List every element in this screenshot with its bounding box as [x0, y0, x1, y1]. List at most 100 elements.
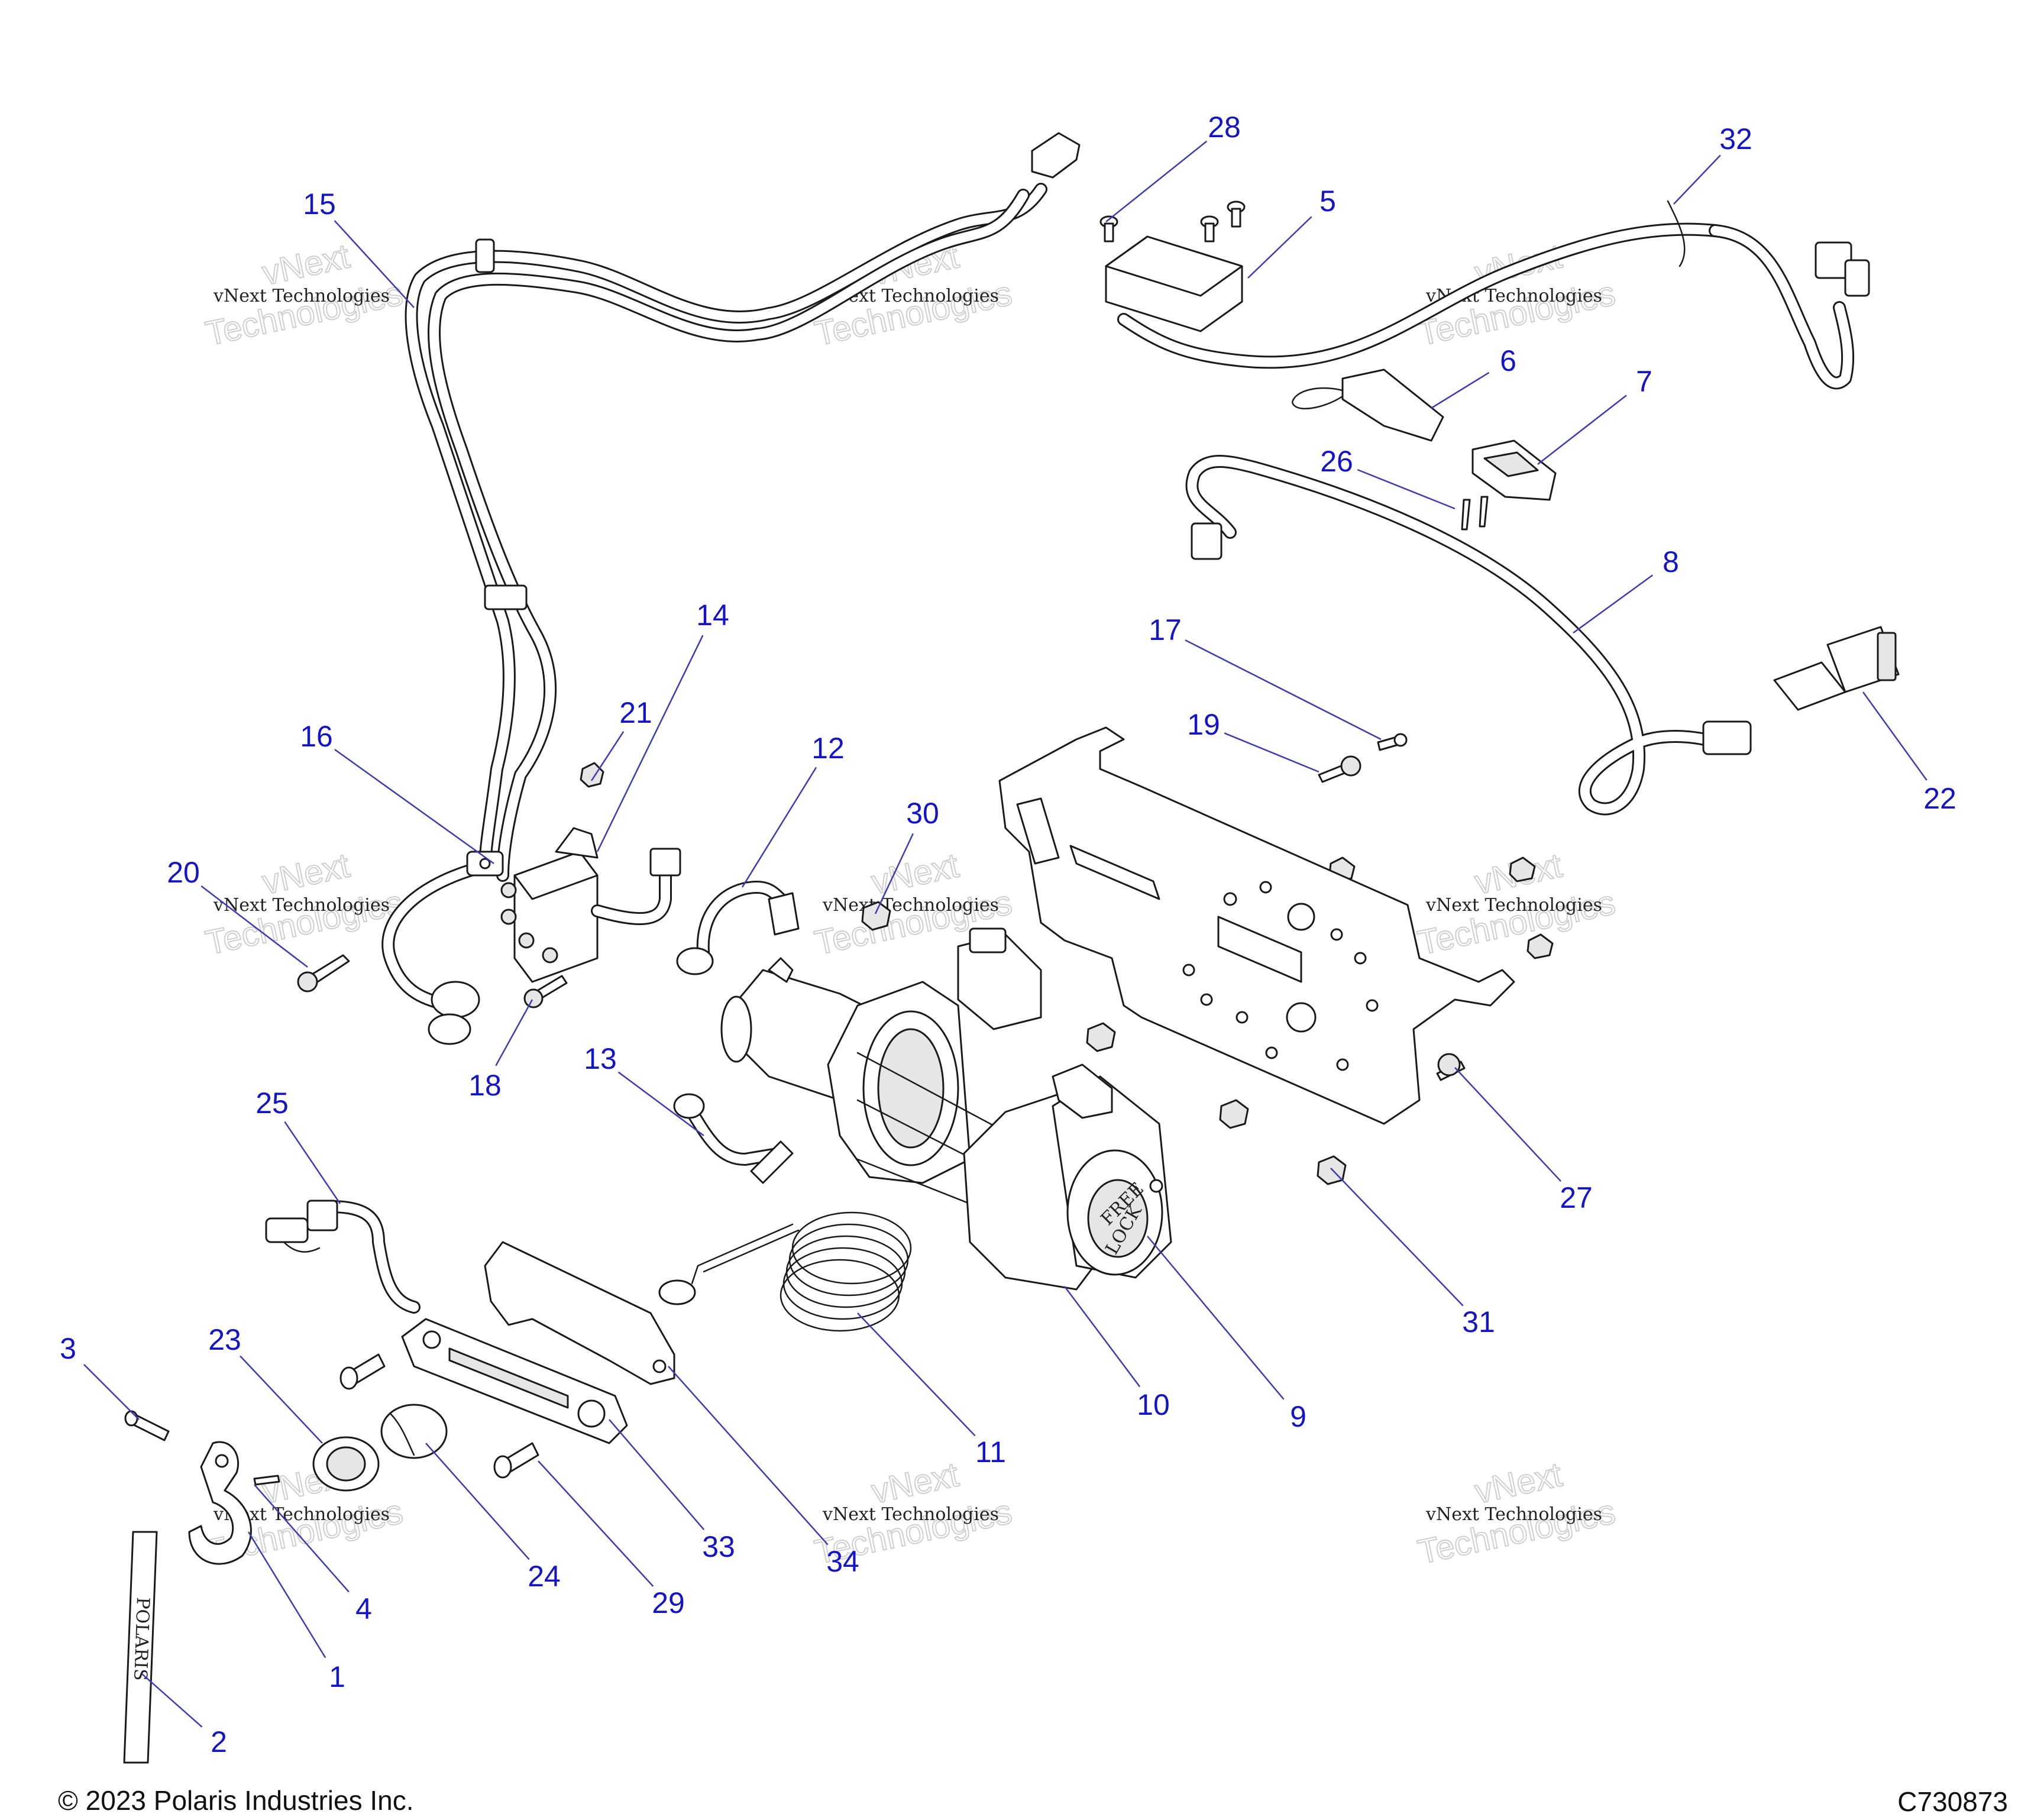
leader-line — [83, 1363, 140, 1420]
callout-19: 19 — [1187, 708, 1319, 773]
callout-number: 1 — [329, 1660, 345, 1693]
watermark-large-text: vNext — [1471, 1455, 1566, 1511]
leader-line — [1330, 1168, 1464, 1307]
callout-25: 25 — [256, 1087, 341, 1204]
strap-brand-text: POLARIS — [130, 1597, 153, 1681]
part-23-stopper — [312, 1436, 380, 1492]
part-4-pin — [253, 1475, 280, 1486]
diagram-code: C730873 — [1897, 1786, 2008, 1817]
callout-34: 34 — [668, 1366, 859, 1578]
leader-line — [741, 767, 817, 888]
callout-number: 21 — [619, 696, 652, 729]
callout-30: 30 — [874, 797, 939, 914]
callout-4: 4 — [254, 1484, 372, 1625]
leader-line — [425, 1443, 530, 1560]
part-16-clamp — [466, 851, 504, 877]
leader-line — [334, 220, 415, 308]
callout-number: 33 — [702, 1530, 735, 1563]
callout-18: 18 — [468, 999, 533, 1102]
callout-10: 10 — [1063, 1286, 1170, 1421]
leader-line — [1224, 732, 1319, 773]
callout-number: 17 — [1149, 613, 1182, 646]
watermark-small-text: vNext Technologies — [822, 895, 999, 916]
leader-line — [495, 999, 533, 1066]
leader-line — [247, 1531, 326, 1658]
watermark-small-text: vNext Technologies — [1425, 895, 1602, 916]
part-19-bolt — [1318, 755, 1361, 783]
leader-line — [538, 1460, 654, 1587]
winch-mounting-plate — [998, 726, 1515, 1125]
callout-number: 19 — [1187, 708, 1220, 741]
callout-1: 1 — [247, 1531, 345, 1693]
winch-assembly: FREE LOCK — [720, 957, 1172, 1291]
leader-line — [240, 1355, 323, 1444]
leader-line — [141, 1673, 203, 1728]
leader-line — [1357, 468, 1456, 510]
callout-number: 24 — [528, 1560, 561, 1593]
callout-23: 23 — [208, 1323, 323, 1444]
callout-number: 28 — [1208, 111, 1241, 144]
part-29-cap-screws — [339, 1353, 539, 1479]
leader-line — [590, 731, 625, 781]
leader-line — [284, 1121, 341, 1204]
leader-line — [1105, 140, 1208, 222]
leader-line — [1431, 371, 1490, 409]
callout-31: 31 — [1330, 1168, 1495, 1338]
leader-line — [874, 833, 914, 914]
callout-number: 16 — [300, 720, 333, 753]
callout-number: 2 — [211, 1725, 227, 1758]
callout-6: 6 — [1431, 344, 1516, 409]
leader-line — [617, 1071, 704, 1137]
callout-number: 7 — [1636, 365, 1652, 398]
callout-number: 14 — [696, 599, 729, 632]
part-5-switch-housing — [1105, 222, 1722, 369]
callout-number: 32 — [1719, 122, 1752, 156]
watermark-small-text: vNext Technologies — [822, 1504, 999, 1525]
watermark-small-text: vNext Technologies — [213, 895, 390, 916]
part-33-fairlead — [401, 1318, 628, 1444]
part-24-stopper — [380, 1404, 448, 1459]
watermark-large-text: vNext — [259, 237, 353, 292]
callout-17: 17 — [1149, 613, 1382, 741]
watermark-large-text: vNext — [868, 1455, 962, 1511]
part-34-fairlead-bracket — [484, 1241, 675, 1385]
callout-5: 5 — [1247, 185, 1336, 279]
callout-number: 12 — [811, 732, 845, 765]
callout-number: 9 — [1290, 1400, 1306, 1433]
callout-8: 8 — [1573, 545, 1679, 634]
leader-line — [334, 749, 494, 865]
callout-11: 11 — [857, 1312, 1006, 1469]
part-18-bolt — [523, 975, 568, 1008]
callout-number: 25 — [256, 1087, 289, 1120]
watermark-large-text: vNext — [868, 846, 962, 901]
leader-line — [200, 885, 308, 968]
callout-13: 13 — [584, 1042, 704, 1137]
part-13-cable — [673, 1093, 794, 1184]
callout-number: 29 — [652, 1586, 685, 1619]
callout-number: 3 — [60, 1332, 76, 1365]
callout-24: 24 — [425, 1443, 561, 1593]
part-28-screws — [1099, 201, 1246, 243]
callout-26: 26 — [1320, 445, 1456, 510]
callout-number: 5 — [1319, 185, 1336, 218]
callout-number: 31 — [1462, 1305, 1495, 1338]
callout-33: 33 — [609, 1419, 735, 1563]
callout-number: 26 — [1320, 445, 1353, 478]
callout-29: 29 — [538, 1460, 685, 1619]
part-26-screws — [1461, 496, 1489, 531]
part-14-contactor — [500, 827, 681, 983]
callout-14: 14 — [596, 599, 729, 852]
part-17-screw — [1377, 733, 1408, 751]
callout-28: 28 — [1105, 111, 1241, 222]
part-12-cable — [676, 881, 800, 975]
part-8-harness — [1185, 455, 1752, 816]
leader-line — [596, 635, 704, 852]
callout-27: 27 — [1454, 1067, 1593, 1214]
watermark-small-text: vNext Technologies — [213, 286, 390, 306]
watermark-small-text: vNext Technologies — [1425, 1504, 1602, 1525]
